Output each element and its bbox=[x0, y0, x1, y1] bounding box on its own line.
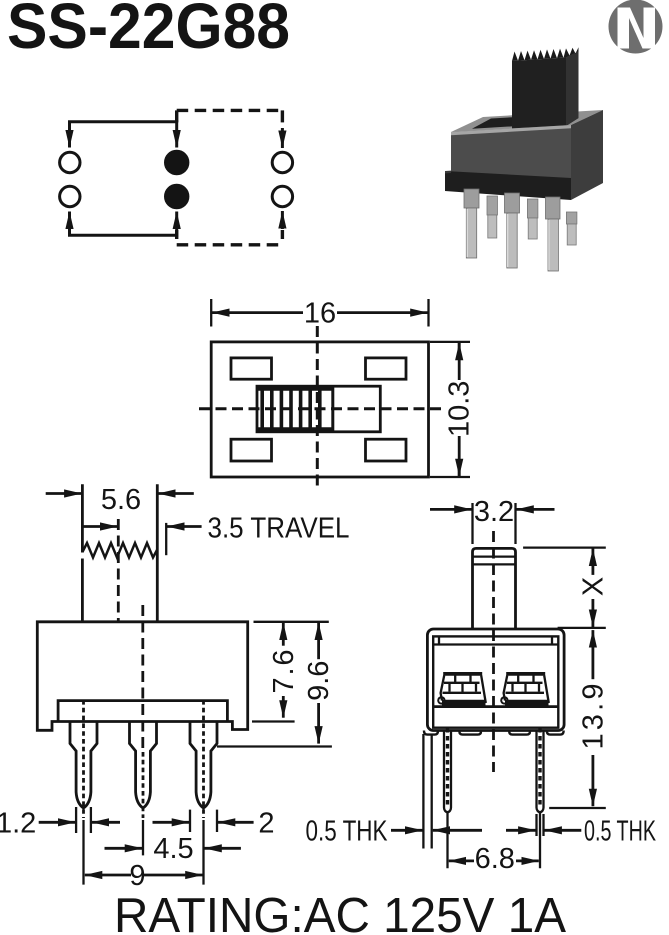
svg-text:9.6: 9.6 bbox=[303, 661, 335, 701]
svg-text:9: 9 bbox=[129, 860, 145, 892]
svg-text:13.9: 13.9 bbox=[577, 684, 609, 750]
svg-text:X: X bbox=[577, 577, 609, 596]
svg-text:SS-22G88: SS-22G88 bbox=[7, 0, 290, 62]
svg-text:0.5 THK: 0.5 THK bbox=[584, 816, 656, 848]
svg-text:10.3: 10.3 bbox=[444, 381, 476, 437]
svg-text:16: 16 bbox=[304, 298, 336, 330]
svg-text:RATING:AC 125V 1A: RATING:AC 125V 1A bbox=[114, 888, 566, 935]
svg-text:6.8: 6.8 bbox=[475, 843, 515, 875]
svg-text:7.6: 7.6 bbox=[268, 650, 300, 694]
svg-text:3.5 TRAVEL: 3.5 TRAVEL bbox=[208, 513, 350, 545]
svg-text:4.5: 4.5 bbox=[153, 833, 193, 865]
svg-text:5.6: 5.6 bbox=[101, 484, 141, 516]
svg-text:3.2: 3.2 bbox=[474, 496, 514, 528]
svg-text:0.5 THK: 0.5 THK bbox=[306, 816, 388, 848]
svg-text:1.2: 1.2 bbox=[0, 808, 36, 840]
svg-text:2: 2 bbox=[258, 808, 274, 840]
